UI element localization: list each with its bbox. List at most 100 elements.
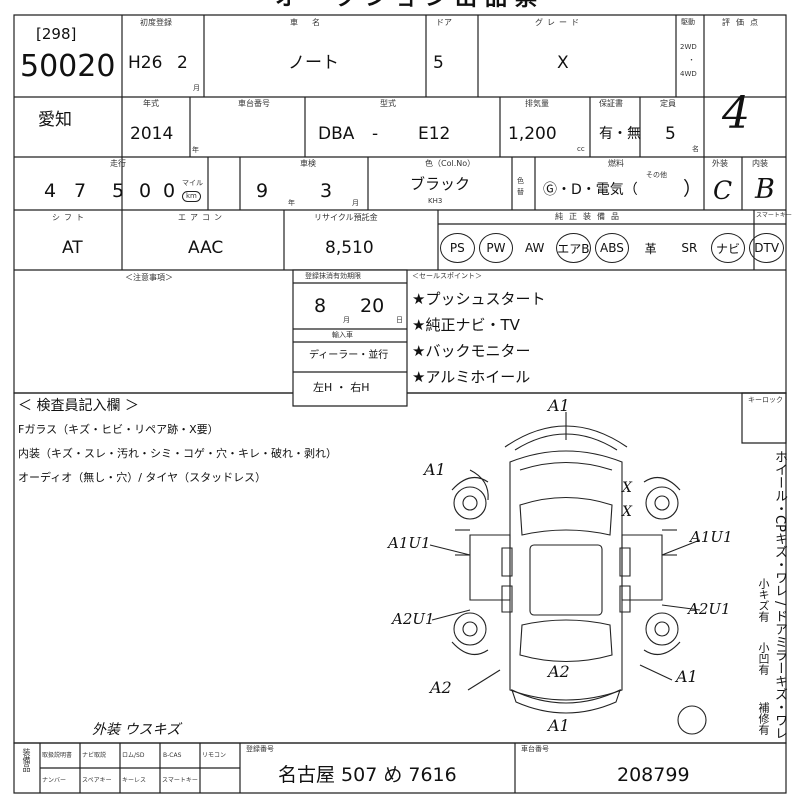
- sales-point-2: ★純正ナビ・TV: [412, 316, 520, 334]
- warranty-value: 有・無: [599, 126, 641, 142]
- bottom-equip-7: スペアキー: [82, 777, 112, 784]
- car-name-label: 車名: [290, 18, 334, 27]
- mileage-digit-3: 5: [112, 180, 125, 202]
- chassis-number: 208799: [617, 764, 690, 786]
- shaken-year: 9: [256, 180, 269, 202]
- equipment-item: ナビ: [710, 233, 746, 263]
- score-value: 4: [722, 88, 750, 139]
- drive-2wd: 2WD: [680, 43, 697, 51]
- inspector-label: ＜ 検査員記入欄 ＞: [18, 398, 139, 414]
- drive-4wd: 4WD: [680, 70, 697, 78]
- displacement-label: 排気量: [525, 99, 549, 108]
- year-unit: 年: [192, 146, 199, 154]
- warranty-label: 保証書: [599, 99, 623, 108]
- color-change-label: 色替: [517, 177, 524, 196]
- mark-left-rear: A2U1: [392, 610, 435, 628]
- lot-code: [298]: [36, 25, 77, 43]
- displacement-unit: cc: [577, 145, 585, 153]
- fuel-other: その他: [646, 171, 667, 179]
- door-label: ドア: [436, 18, 452, 27]
- model-prefix: DBA: [318, 124, 355, 144]
- model-dash: -: [372, 124, 379, 144]
- capacity-label: 定員: [660, 99, 676, 108]
- inspection-line-2: 内装（キズ・スレ・汚れ・シミ・コゲ・穴・キレ・破れ・剥れ）: [18, 447, 337, 460]
- equipment-item: SR: [681, 241, 698, 255]
- shift-label: シフト: [52, 213, 88, 222]
- equipment-label: 純正装備品: [555, 212, 625, 221]
- mileage-unit-km: km: [182, 191, 201, 202]
- reg-label: 登録番号: [246, 745, 274, 753]
- first-reg-label: 初度登録: [140, 18, 172, 27]
- mark-left-door: A1U1: [388, 534, 431, 552]
- color-name: ブラック: [410, 175, 471, 193]
- year-model-label: 年式: [143, 99, 159, 108]
- interior-label: 内装: [752, 159, 768, 168]
- reg-number: 名古屋 507 め 7616: [278, 764, 457, 786]
- shaken-label: 車検: [300, 159, 316, 168]
- drive-dot: ・: [688, 56, 695, 64]
- recycle-label: リサイクル預託金: [314, 213, 378, 222]
- bottom-equip-3: ロム/SD: [122, 752, 145, 759]
- shaken-month: 3: [320, 180, 333, 202]
- side-note: ホイール・CPキズ・ワレ / ドアミラーキズ・ワレ: [772, 450, 787, 740]
- expiry-month: 8: [314, 295, 327, 317]
- mileage-unit-mile: マイル: [182, 179, 203, 187]
- mark-x1: X: [622, 480, 632, 496]
- bottom-equip-1: 取扱説明書: [42, 752, 73, 759]
- aircon-value: AAC: [188, 238, 224, 258]
- year-value: 2014: [130, 124, 174, 144]
- equipment-item: 革: [644, 241, 657, 256]
- mark-right-rear: A2U1: [688, 600, 731, 618]
- import-note: ディーラー・並行: [309, 350, 389, 361]
- inspection-line-1: Fガラス（キズ・ヒビ・リペア跡・X要）: [18, 423, 219, 436]
- bottom-equip-9: スマートキー: [162, 777, 198, 784]
- side-mark-3: 補修有: [757, 702, 770, 735]
- mark-rear: A2: [548, 662, 570, 681]
- interior-score: B: [755, 174, 775, 205]
- handle-side: 左H ・ 右H: [313, 381, 370, 394]
- recycle-value: 8,510: [325, 238, 374, 258]
- mark-front: A1: [548, 396, 570, 415]
- score-label: 評価点: [722, 18, 764, 27]
- mark-rear-left: A2: [430, 678, 452, 697]
- vehicle-id-label: 車台番号: [238, 99, 270, 108]
- fuel-close: ）: [683, 178, 703, 200]
- mileage-digit-4: 0: [139, 180, 152, 202]
- model-code: E12: [418, 124, 451, 144]
- mileage-digit-2: 7: [74, 180, 87, 202]
- fuel-label: 燃料: [608, 159, 624, 168]
- side-mark-2: 小凹有: [757, 642, 770, 675]
- smart-key-label: スマートキー: [756, 212, 792, 219]
- expiry-day-unit: 日: [396, 316, 403, 324]
- chassis-label: 車台番号: [521, 745, 549, 753]
- mark-rear-right: A1: [676, 667, 698, 686]
- shaken-month-unit: 月: [352, 199, 359, 207]
- car-name-value: ノート: [288, 53, 339, 73]
- model-label: 型式: [380, 99, 396, 108]
- drive-label: 駆動: [681, 18, 695, 26]
- exterior-score: C: [713, 176, 733, 205]
- expiry-day: 20: [360, 295, 385, 317]
- shaken-year-unit: 年: [288, 199, 295, 207]
- sales-point-4: ★アルミホイール: [412, 368, 531, 386]
- first-reg-month-unit: 月: [193, 84, 200, 92]
- notes-label: ＜注意事項＞: [125, 273, 173, 282]
- entry-label: 輸入車: [332, 331, 353, 339]
- bottom-equip-2: ナビ取説: [82, 752, 107, 759]
- bottom-equip-5: リモコン: [202, 752, 227, 759]
- shift-value: AT: [62, 238, 83, 258]
- expiry-label: 登録抹消有効期限: [305, 272, 361, 280]
- equipment-item: エアB: [556, 233, 591, 263]
- mileage-digit-1: 4: [44, 180, 57, 202]
- mark-fl: A1: [424, 460, 446, 479]
- expiry-month-unit: 月: [343, 316, 350, 324]
- bottom-equip-6: ナンバー: [42, 777, 67, 784]
- equipment-item: ABS: [594, 233, 630, 263]
- exterior-label: 外装: [712, 159, 728, 168]
- sales-point-1: ★プッシュスタート: [412, 290, 546, 308]
- prefecture: 愛知: [38, 110, 72, 130]
- aircon-label: エアコン: [178, 213, 226, 222]
